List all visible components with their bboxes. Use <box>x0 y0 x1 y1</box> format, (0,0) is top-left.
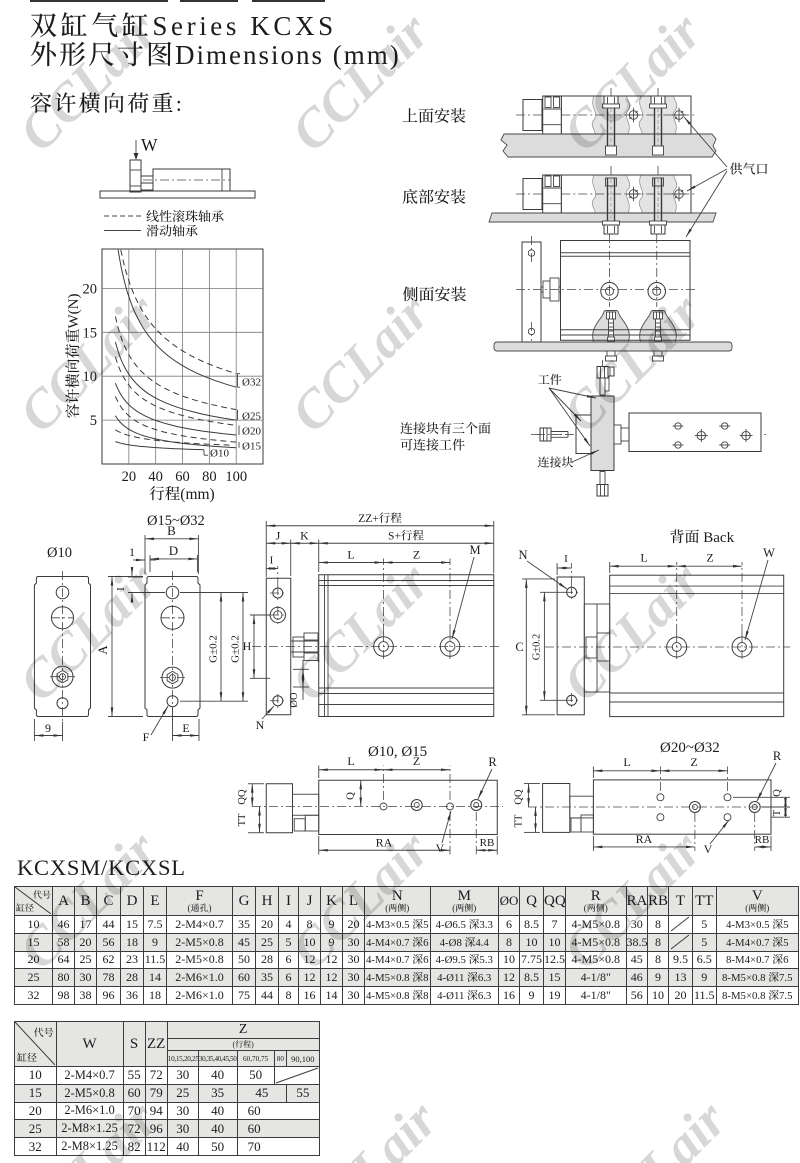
svg-text:S+行程: S+行程 <box>388 530 424 543</box>
svg-text:背面 Back: 背面 Back <box>670 529 735 546</box>
svg-text:连接块: 连接块 <box>538 456 574 470</box>
svg-text:40: 40 <box>148 469 163 485</box>
svg-text:ØO: ØO <box>289 692 300 708</box>
svg-text:Ø20~Ø32: Ø20~Ø32 <box>660 740 720 756</box>
svg-text:V: V <box>704 842 713 856</box>
svg-text:Z: Z <box>690 755 697 769</box>
svg-text:H: H <box>243 639 252 653</box>
svg-text:R: R <box>488 755 497 769</box>
svg-text:20: 20 <box>122 469 137 485</box>
svg-text:V: V <box>436 841 445 855</box>
svg-text:容许横向荷重W(N): 容许横向荷重W(N) <box>65 294 82 419</box>
svg-text:60: 60 <box>175 469 190 485</box>
svg-text:B: B <box>167 523 176 538</box>
svg-text:N: N <box>256 718 265 732</box>
svg-text:侧面安装: 侧面安装 <box>403 286 467 304</box>
svg-text:RA: RA <box>376 836 393 850</box>
svg-text:Ø32: Ø32 <box>242 376 261 388</box>
svg-text:底部安装: 底部安装 <box>402 189 466 207</box>
svg-text:F: F <box>143 730 150 744</box>
svg-text:G±0.2: G±0.2 <box>208 635 220 663</box>
svg-text:L: L <box>640 551 647 565</box>
svg-text:Ø20: Ø20 <box>242 426 261 438</box>
svg-text:1: 1 <box>129 545 135 559</box>
svg-text:可连接工件: 可连接工件 <box>400 438 465 453</box>
svg-text:供气口: 供气口 <box>730 162 769 177</box>
svg-text:连接块有三个面: 连接块有三个面 <box>400 421 491 436</box>
svg-text:工件: 工件 <box>538 373 562 387</box>
svg-text:N: N <box>518 548 527 562</box>
svg-text:Ø15~Ø32: Ø15~Ø32 <box>147 513 205 529</box>
svg-text:L: L <box>623 755 630 769</box>
svg-text:I: I <box>270 555 274 567</box>
svg-text:10: 10 <box>83 369 98 385</box>
svg-text:W: W <box>763 546 775 560</box>
svg-text:线性滚珠轴承: 线性滚珠轴承 <box>146 209 224 224</box>
svg-text:I: I <box>564 553 568 565</box>
svg-text:L: L <box>347 754 354 768</box>
svg-text:100: 100 <box>225 469 247 485</box>
svg-text:80: 80 <box>202 469 217 485</box>
svg-text:上面安装: 上面安装 <box>402 108 466 126</box>
svg-text:Q: Q <box>345 792 357 800</box>
svg-text:A: A <box>95 645 110 655</box>
svg-text:Ø25: Ø25 <box>242 410 261 422</box>
svg-text:D: D <box>169 543 178 558</box>
svg-text:RB: RB <box>755 834 770 846</box>
svg-text:E: E <box>182 721 189 735</box>
svg-text:RA: RA <box>636 832 653 846</box>
svg-text:Q: Q <box>772 789 783 797</box>
svg-text:5: 5 <box>90 413 97 429</box>
svg-text:L: L <box>347 548 354 562</box>
svg-text:9: 9 <box>45 721 51 735</box>
svg-text:Ø10: Ø10 <box>47 545 72 561</box>
svg-text:Z: Z <box>706 551 713 565</box>
svg-text:W: W <box>141 135 158 155</box>
svg-text:ZZ+行程: ZZ+行程 <box>358 512 402 525</box>
svg-text:Ø15: Ø15 <box>242 441 261 453</box>
svg-text:TT: TT <box>514 814 525 827</box>
svg-text:T: T <box>772 809 783 816</box>
svg-text:I: I <box>115 587 127 591</box>
svg-text:G±0.2: G±0.2 <box>532 634 543 660</box>
svg-text:Ø10: Ø10 <box>210 447 229 459</box>
svg-text:行程(mm): 行程(mm) <box>149 485 214 503</box>
svg-text:Z: Z <box>413 548 420 562</box>
svg-text:TT: TT <box>237 813 248 826</box>
svg-text:Ø10, Ø15: Ø10, Ø15 <box>368 744 427 760</box>
svg-text:Z: Z <box>413 754 420 768</box>
svg-text:G±0.2: G±0.2 <box>230 635 242 663</box>
svg-text:J: J <box>276 529 281 543</box>
svg-text:R: R <box>773 749 782 763</box>
svg-text:K: K <box>300 529 309 543</box>
svg-text:滑动轴承: 滑动轴承 <box>146 224 198 239</box>
svg-text:20: 20 <box>83 281 98 297</box>
svg-text:M: M <box>469 543 480 557</box>
svg-text:QQ: QQ <box>514 789 525 805</box>
svg-text:15: 15 <box>83 325 98 341</box>
svg-text:C: C <box>515 640 523 654</box>
svg-text:RB: RB <box>480 837 495 849</box>
svg-text:QQ: QQ <box>237 789 248 805</box>
